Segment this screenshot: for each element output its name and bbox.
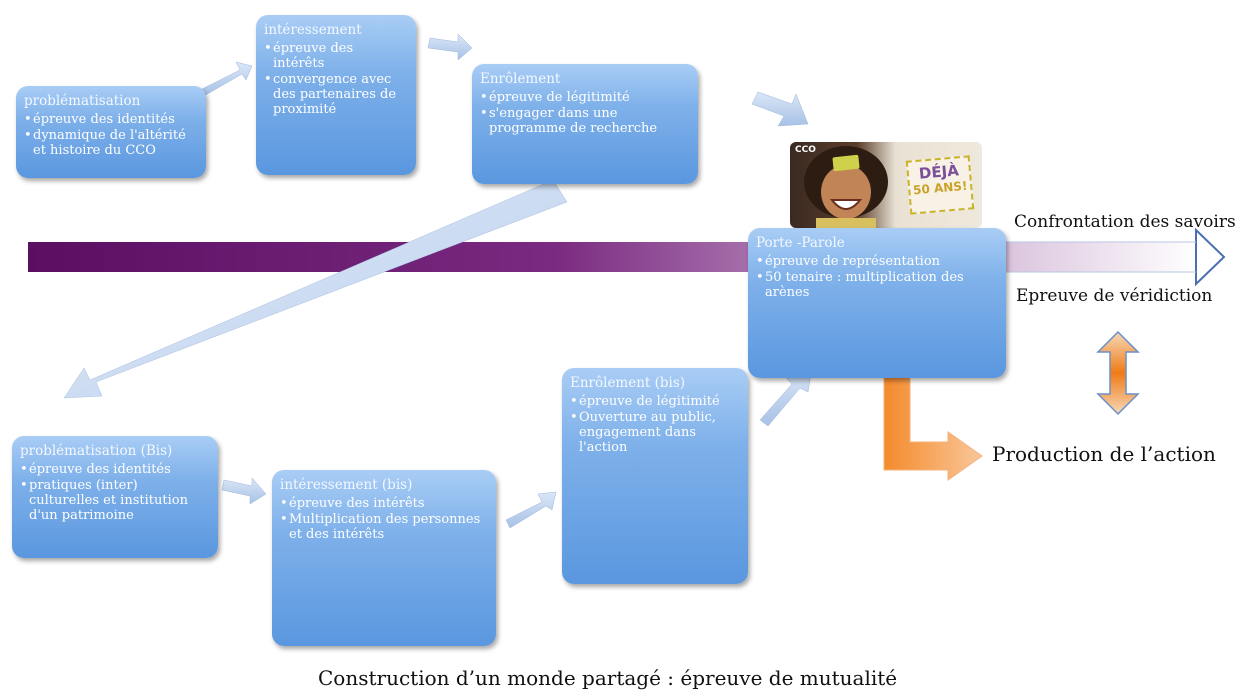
node-title: problématisation [24,93,141,109]
arrow-problematisation-bis-to-interessement-bis [221,477,267,505]
node-item: épreuve des intérêts [280,496,488,511]
node-interessement: intéressement épreuve des intérêts conve… [256,15,416,175]
node-title: intéressement [264,22,362,38]
node-item: pratiques (inter) culturelles et institu… [20,478,210,523]
arrow-problematisation-to-interessement [199,61,253,97]
arrow-loop-back [63,179,568,399]
node-item: épreuve des intérêts [264,41,408,71]
node-item: épreuve de légitimité [570,394,740,409]
node-item: épreuve des identités [24,112,198,127]
production-arrow [883,369,983,481]
child-portrait [804,146,888,228]
footer-caption: Construction d’un monde partagé : épreuv… [318,666,898,690]
node-title: problématisation (Bis) [20,443,173,459]
arrow-enrolement-bis-to-porte-parole [759,367,813,427]
node-item: dynamique de l'altérité et histoire du C… [24,128,198,158]
node-item: épreuve des identités [20,462,210,477]
cco-logo: CCO [795,145,816,155]
production-label: Production de l’action [992,442,1216,466]
arrow-interessement-bis-to-enrolement-bis [505,491,557,529]
node-problematisation-bis: problématisation (Bis) épreuve des ident… [12,436,218,558]
veridiction-label: Epreuve de véridiction [1016,286,1213,306]
node-problematisation: problématisation épreuve des identités d… [16,86,206,178]
veridiction-double-arrow [1096,330,1140,416]
node-enrolement: Enrôlement épreuve de légitimité s'engag… [472,64,698,184]
cco-50-ans-photo: CCO DÉJÀ 50 ANS! [790,142,982,228]
arrow-enrolement-to-porte-parole [751,91,809,127]
timeline-arrow [28,227,1226,287]
node-item: 50 tenaire : multiplication des arènes [756,270,998,300]
node-item: épreuve de légitimité [480,90,690,105]
node-item: Multiplication des personnes et des inté… [280,512,488,542]
node-title: Enrôlement (bis) [570,375,686,391]
node-item: épreuve de représentation [756,254,998,269]
node-title: Enrôlement [480,71,561,87]
confrontation-label: Confrontation des savoirs [1014,212,1236,232]
node-title: Porte -Parole [756,235,845,251]
node-title: intéressement (bis) [280,477,413,493]
node-item: convergence avec des partenaires de prox… [264,72,408,117]
node-enrolement-bis: Enrôlement (bis) épreuve de légitimité O… [562,368,748,584]
node-interessement-bis: intéressement (bis) épreuve des intérêts… [272,470,496,646]
node-item: Ouverture au public, engagement dans l'a… [570,410,740,455]
arrow-interessement-to-enrolement [427,33,473,61]
anniversary-badge: DÉJÀ 50 ANS! [905,155,975,215]
node-porte-parole: Porte -Parole épreuve de représentation … [748,228,1006,378]
node-item: s'engager dans une programme de recherch… [480,106,690,136]
